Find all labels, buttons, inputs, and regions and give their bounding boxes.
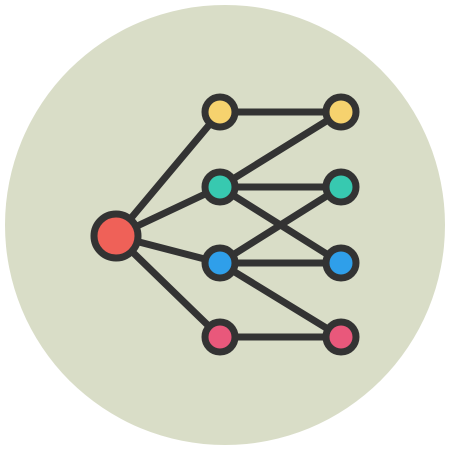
edge-root-to-yellow-left: [112, 108, 224, 240]
edge-teal-left-to-yellow-right: [216, 108, 345, 191]
node-blue-left: [201, 244, 239, 282]
node-teal-left: [201, 168, 239, 206]
node-yellow-left: [201, 93, 239, 131]
badge-background-circle: [5, 5, 445, 445]
node-pink-right: [322, 318, 360, 356]
node-group: [90, 93, 360, 356]
node-pink-left: [201, 318, 239, 356]
node-blue-right: [322, 244, 360, 282]
node-root: [90, 210, 142, 262]
edge-blue-left-to-pink-right: [216, 259, 345, 341]
node-teal-right: [322, 168, 360, 206]
edge-blue-left-to-teal-right: [216, 183, 345, 267]
node-yellow-right: [322, 93, 360, 131]
